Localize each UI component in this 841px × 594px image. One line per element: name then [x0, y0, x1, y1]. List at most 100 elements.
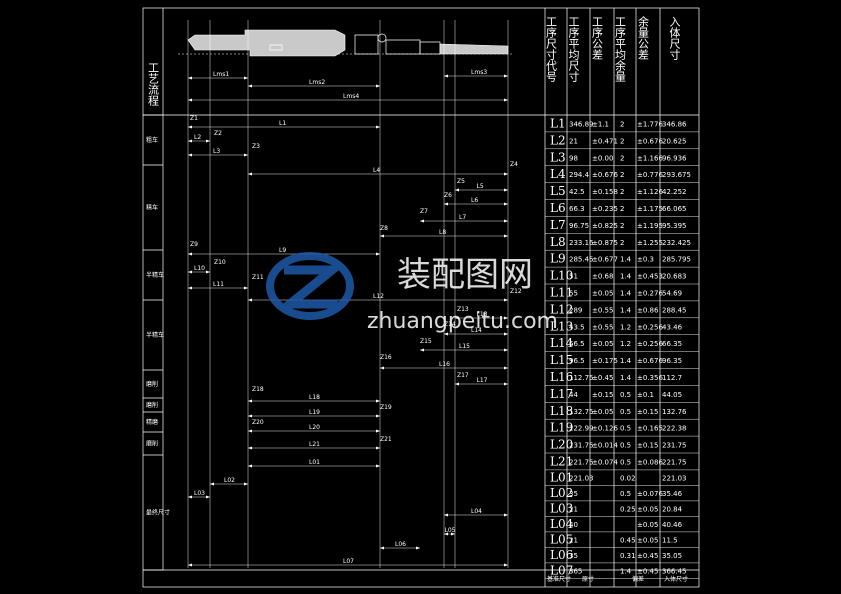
arrow-head-icon — [244, 482, 248, 486]
table-cell-allowance-tol: ±0.15 — [637, 408, 658, 416]
dimension-label: L5 — [477, 183, 484, 190]
table-cell-allowance-tol: ±0.1 — [637, 391, 654, 399]
dimension-label: L06 — [395, 541, 406, 548]
dimension-label: L2 — [194, 134, 201, 141]
table-cell-tol: ±0.074 — [592, 458, 618, 466]
table-cell-allowance: 0.31 — [620, 552, 636, 560]
table-cell-code: L19 — [550, 421, 573, 435]
arrow-head-icon — [248, 464, 252, 468]
table-cell-avg: 132.75 — [569, 408, 594, 416]
arrow-head-icon — [376, 464, 380, 468]
arrow-head-icon — [380, 234, 384, 238]
table-cell-allowance: 1.4 — [620, 256, 632, 264]
table-cell-code: L1 — [550, 116, 566, 130]
table-cell-allowance-tol: ±0.05 — [637, 521, 658, 529]
table-cell-code: L01 — [550, 471, 573, 485]
table-cell-tol: ±0.471 — [592, 137, 618, 145]
table-cell-allowance-tol: ±0.676 — [637, 137, 663, 145]
table-cell-tol: ±0.825 — [592, 222, 618, 230]
stage-label: 精车 — [146, 204, 158, 212]
table-cell-entry-dim: 96.936 — [662, 154, 687, 162]
dimension-label: L9 — [279, 247, 286, 254]
allowance-label: Z9 — [190, 241, 198, 248]
table-cell-tol: ±1.1 — [592, 120, 609, 128]
table-header: 入体尺寸 — [668, 16, 681, 60]
table-cell-avg: 21 — [569, 537, 578, 545]
table-cell-allowance-tol: ±1.776 — [637, 120, 663, 128]
table-cell-avg: 98 — [569, 154, 578, 162]
table-cell-tol: ±0.15 — [592, 391, 613, 399]
table-cell-avg: 96.75 — [569, 222, 589, 230]
table-cell-allowance-tol: ±0.256 — [637, 323, 663, 331]
table-cell-entry-dim: 54.69 — [662, 289, 682, 297]
table-cell-entry-dim: 221.75 — [662, 458, 687, 466]
arrow-head-icon — [444, 532, 448, 536]
table-cell-allowance: 1.2 — [620, 323, 631, 331]
table-header: 余量公差 — [637, 15, 650, 60]
table-cell-allowance-tol: ±0.86 — [637, 306, 659, 314]
table-cell-allowance-tol: ±0.05 — [637, 506, 658, 514]
arrow-head-icon — [451, 532, 455, 536]
allowance-label: Z8 — [380, 225, 388, 232]
arrow-head-icon — [188, 98, 192, 102]
table-cell-allowance-tol: ±0.356 — [637, 374, 663, 382]
stage-label: 粗车 — [146, 136, 158, 144]
table-cell-entry-dim: 285.795 — [662, 256, 691, 264]
table-cell-code: L5 — [550, 184, 566, 198]
table-cell-allowance: 2 — [620, 154, 624, 162]
table-cell-tol: ±0.00 — [592, 154, 613, 162]
table-cell-avg: 66.5 — [569, 340, 585, 348]
dimension-label: L05 — [445, 527, 456, 534]
table-cell-allowance-tol: ±0.45 — [637, 552, 658, 560]
arrow-head-icon — [248, 84, 252, 88]
arrow-head-icon — [244, 76, 248, 80]
table-cell-avg: 289 — [569, 306, 582, 314]
table-cell-allowance-tol: ±1.195 — [637, 222, 663, 230]
dimension-label: Lms3 — [471, 69, 487, 76]
table-cell-allowance: 1.4 — [620, 306, 632, 314]
arrow-head-icon — [444, 74, 448, 78]
table-cell-allowance-tol: ±0.276 — [637, 289, 663, 297]
arrow-head-icon — [504, 298, 508, 302]
arrow-head-icon — [248, 429, 252, 433]
table-cell-entry-dim: 35.05 — [662, 552, 682, 560]
arrow-head-icon — [504, 513, 508, 517]
table-cell-allowance: 0.5 — [620, 458, 631, 466]
table-cell-allowance-tol: ±0.086 — [637, 458, 663, 466]
allowance-label: Z1 — [190, 115, 198, 122]
table-cell-code: L8 — [550, 235, 566, 249]
arrow-head-icon — [380, 546, 384, 550]
allowance-label: Z14 — [444, 321, 456, 328]
table-cell-allowance: 1.4 — [620, 273, 632, 281]
arrow-head-icon — [248, 172, 252, 176]
table-cell-avg: 294.4 — [569, 171, 590, 179]
table-cell-entry-dim: 20.683 — [662, 273, 687, 281]
stage-label: 磨削 — [146, 380, 158, 388]
arrow-head-icon — [210, 482, 214, 486]
arrow-head-icon — [376, 446, 380, 450]
table-cell-allowance-tol: ±0.256 — [637, 340, 663, 348]
table-cell-code: L06 — [550, 548, 573, 562]
dimension-label: L10 — [194, 265, 205, 272]
table-cell-tol: ±0.676 — [592, 171, 618, 179]
dimension-label: Lms4 — [343, 93, 359, 100]
dimension-label: Lms2 — [309, 79, 325, 86]
table-cell-entry-dim: 43.46 — [662, 323, 683, 331]
dimension-label: L17 — [477, 377, 488, 384]
dimension-label: L15 — [459, 343, 470, 350]
table-footer-label: 原寸 — [582, 575, 594, 583]
table-cell-avg: 231.75 — [569, 442, 594, 450]
arrow-head-icon — [455, 382, 459, 386]
allowance-label: Z4 — [510, 161, 518, 168]
arrow-head-icon — [504, 219, 508, 223]
arrow-head-icon — [504, 234, 508, 238]
table-cell-allowance: 0.45 — [620, 537, 636, 545]
table-cell-entry-dim: 42.252 — [662, 188, 687, 196]
dimension-label: L1 — [279, 120, 286, 127]
allowance-label: Z12 — [510, 288, 522, 295]
arrow-head-icon — [504, 202, 508, 206]
table-cell-avg: 96.5 — [569, 357, 585, 365]
table-cell-code: L04 — [550, 517, 574, 531]
table-cell-allowance-tol: ±0.3 — [637, 256, 654, 264]
table-cell-allowance: 0.25 — [620, 506, 636, 514]
